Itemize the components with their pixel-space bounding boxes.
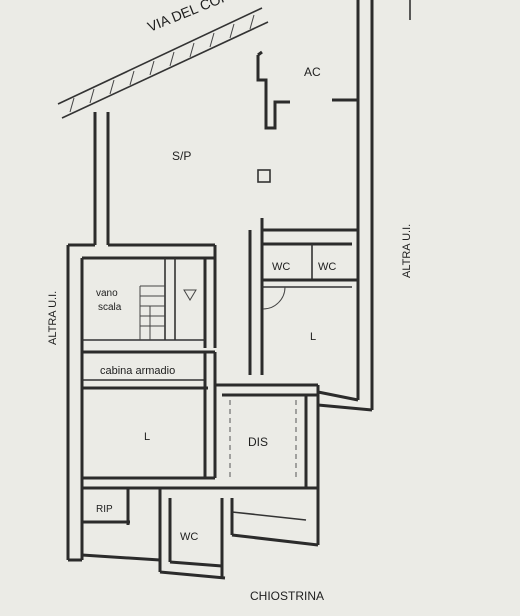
- room-label-l-right: L: [310, 331, 316, 343]
- bottom-walls: [81, 488, 319, 580]
- room-label-wc-upper-right: WC: [318, 261, 336, 273]
- ac-room-walls: [256, 50, 358, 130]
- room-label-sp: S/P: [172, 149, 191, 163]
- left-boundary: [66, 112, 110, 562]
- central-walls: [248, 218, 358, 375]
- room-label-l-left: L: [144, 431, 150, 443]
- room-label-wc-upper-left: WC: [272, 261, 290, 273]
- right-neighbor-label: ALTRA U.I.: [401, 224, 413, 278]
- door-swing: [262, 286, 286, 310]
- right-boundary: [317, 0, 411, 412]
- stair-steps: [139, 285, 165, 340]
- room-label-rip: RIP: [96, 504, 113, 515]
- street-frontage: [57, 7, 269, 119]
- room-label-stair-1: vano: [96, 288, 118, 299]
- courtyard-label: CHIOSTRINA: [250, 589, 324, 603]
- closet-walls: [82, 350, 318, 490]
- dis-walls: [215, 383, 320, 545]
- stair-block-walls: [82, 243, 217, 348]
- room-label-wc-bottom: WC: [180, 531, 198, 543]
- room-label-stair-2: scala: [98, 302, 122, 313]
- left-neighbor-label: ALTRA U.I.: [47, 291, 59, 345]
- room-label-ac: AC: [304, 65, 321, 79]
- column: [257, 169, 271, 183]
- stair-arrow-icon: [183, 289, 197, 301]
- room-label-dis: DIS: [248, 435, 268, 449]
- room-label-closet: cabina armadio: [100, 365, 175, 377]
